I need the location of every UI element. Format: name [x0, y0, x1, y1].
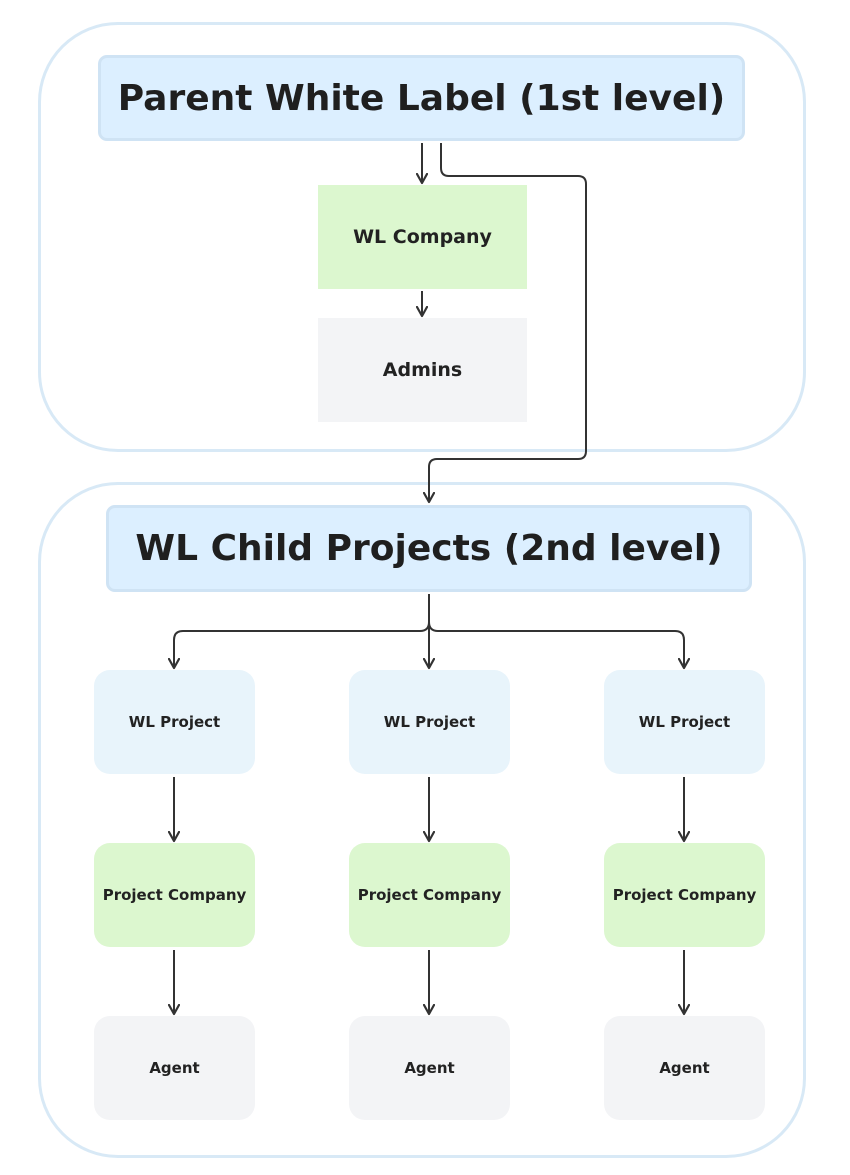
wl-project-node[interactable]: WL Project [604, 670, 765, 774]
wl-child-projects-header[interactable]: WL Child Projects (2nd level) [106, 505, 752, 592]
agent-node[interactable]: Agent [349, 1016, 510, 1120]
admins-node[interactable]: Admins [318, 318, 527, 422]
project-company-node[interactable]: Project Company [604, 843, 765, 947]
project-company-node[interactable]: Project Company [349, 843, 510, 947]
agent-node[interactable]: Agent [604, 1016, 765, 1120]
agent-node[interactable]: Agent [94, 1016, 255, 1120]
wl-company-node[interactable]: WL Company [318, 185, 527, 289]
wl-project-node[interactable]: WL Project [94, 670, 255, 774]
project-company-node[interactable]: Project Company [94, 843, 255, 947]
wl-project-node[interactable]: WL Project [349, 670, 510, 774]
parent-white-label-header[interactable]: Parent White Label (1st level) [98, 55, 745, 141]
